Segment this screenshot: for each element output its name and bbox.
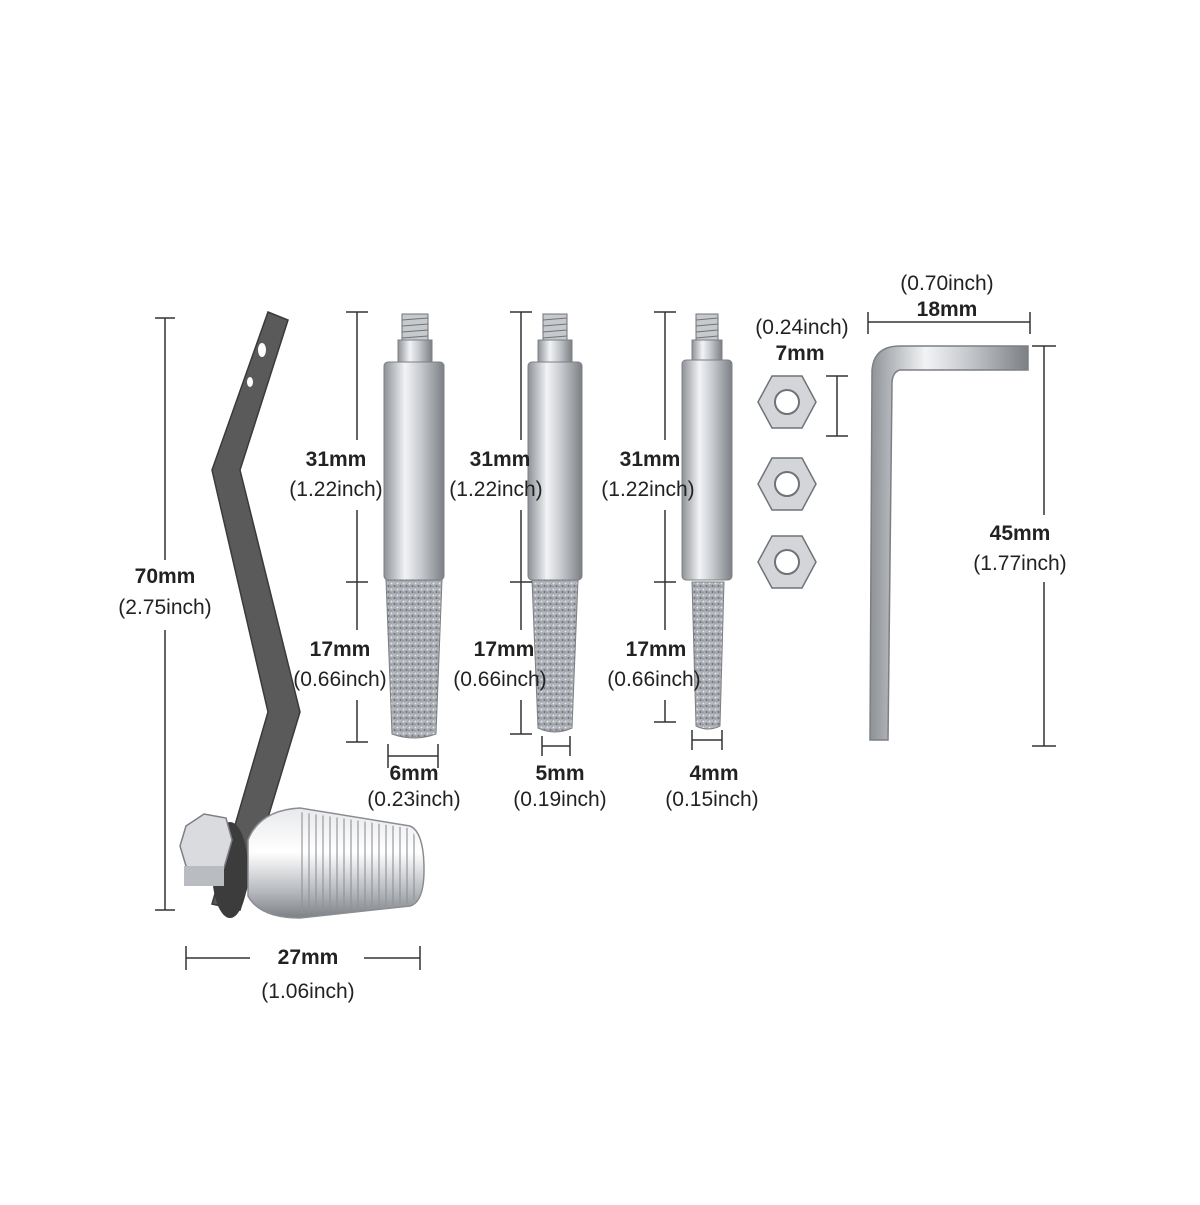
burr-4mm-diameter-mm-label: 4mm <box>689 762 739 785</box>
burr-4mm-diameter-inch-label: (0.15inch) <box>665 788 759 811</box>
hex-nut-dimension <box>826 375 848 437</box>
crank-arm-hole <box>247 377 253 387</box>
burr-5mm-dimensions <box>510 311 571 756</box>
burr-4mm-shank-inch-label: (1.22inch) <box>601 478 695 501</box>
burr-6mm-dimensions <box>346 311 439 768</box>
burr-5mm-shank-mm-label: 31mm <box>469 448 531 471</box>
burr-5mm-diameter-inch-label: (0.19inch) <box>513 788 607 811</box>
thread-lines <box>542 317 568 339</box>
hex-key <box>869 345 1029 741</box>
burr-diamond-tip <box>385 579 443 739</box>
crank-height-inch-label: (2.75inch) <box>118 596 212 619</box>
hex-nut <box>757 457 817 511</box>
burr-5mm-tip-inch-label: (0.66inch) <box>453 668 547 691</box>
burr-shank <box>383 361 445 581</box>
burr-4mm-dimensions <box>654 311 723 750</box>
bolt-shank <box>184 866 224 886</box>
hex-nut-size-inch-label: (0.24inch) <box>755 316 849 339</box>
burr-diamond-tip <box>531 579 579 733</box>
hex-nut-size-mm-label: 7mm <box>775 342 825 365</box>
burr-diamond-tip <box>691 581 725 730</box>
knob-ribs <box>300 812 420 914</box>
burr-4mm <box>681 313 733 730</box>
hex-nut <box>757 375 817 429</box>
burr-5mm-tip-mm-label: 17mm <box>473 638 535 661</box>
burr-collar <box>537 339 573 363</box>
crank-arm-hole <box>258 343 266 357</box>
burr-4mm-tip-mm-label: 17mm <box>625 638 687 661</box>
burr-6mm-shank-mm-label: 31mm <box>305 448 367 471</box>
knob-width-mm-label: 27mm <box>277 946 339 969</box>
hex-key-body <box>869 345 1029 741</box>
burr-6mm-tip-inch-label: (0.66inch) <box>293 668 387 691</box>
hex-key-short-arm-inch-label: (0.70inch) <box>900 272 994 295</box>
burr-6mm-shank-inch-label: (1.22inch) <box>289 478 383 501</box>
crank-height-dimension <box>155 317 175 911</box>
hex-key-short-arm-mm-label: 18mm <box>916 298 978 321</box>
knob-width-dimension <box>185 946 421 970</box>
burr-6mm-diameter-mm-label: 6mm <box>389 762 439 785</box>
burr-6mm <box>383 313 445 739</box>
crank-arm-bar <box>211 311 301 911</box>
burr-shank <box>681 359 733 581</box>
burr-5mm-diameter-mm-label: 5mm <box>535 762 585 785</box>
hex-nuts <box>757 375 817 589</box>
burr-5mm-shank-inch-label: (1.22inch) <box>449 478 543 501</box>
hex-key-long-arm-mm-label: 45mm <box>989 522 1051 545</box>
burr-6mm-tip-mm-label: 17mm <box>309 638 371 661</box>
crank-arm <box>179 311 425 919</box>
hex-key-short-arm-dimension <box>867 312 1031 334</box>
hex-nut <box>757 535 817 589</box>
crank-height-mm-label: 70mm <box>134 565 196 588</box>
hex-key-long-arm-inch-label: (1.77inch) <box>973 552 1067 575</box>
burr-5mm <box>527 313 583 733</box>
burr-collar <box>691 339 723 361</box>
thread-lines <box>695 317 719 339</box>
burr-collar <box>397 339 433 363</box>
thread-lines <box>401 317 429 339</box>
burr-4mm-shank-mm-label: 31mm <box>619 448 681 471</box>
burr-4mm-tip-inch-label: (0.66inch) <box>607 668 701 691</box>
knob-width-inch-label: (1.06inch) <box>261 980 355 1003</box>
burr-6mm-diameter-inch-label: (0.23inch) <box>367 788 461 811</box>
hex-key-long-arm-dimension <box>1032 345 1056 747</box>
